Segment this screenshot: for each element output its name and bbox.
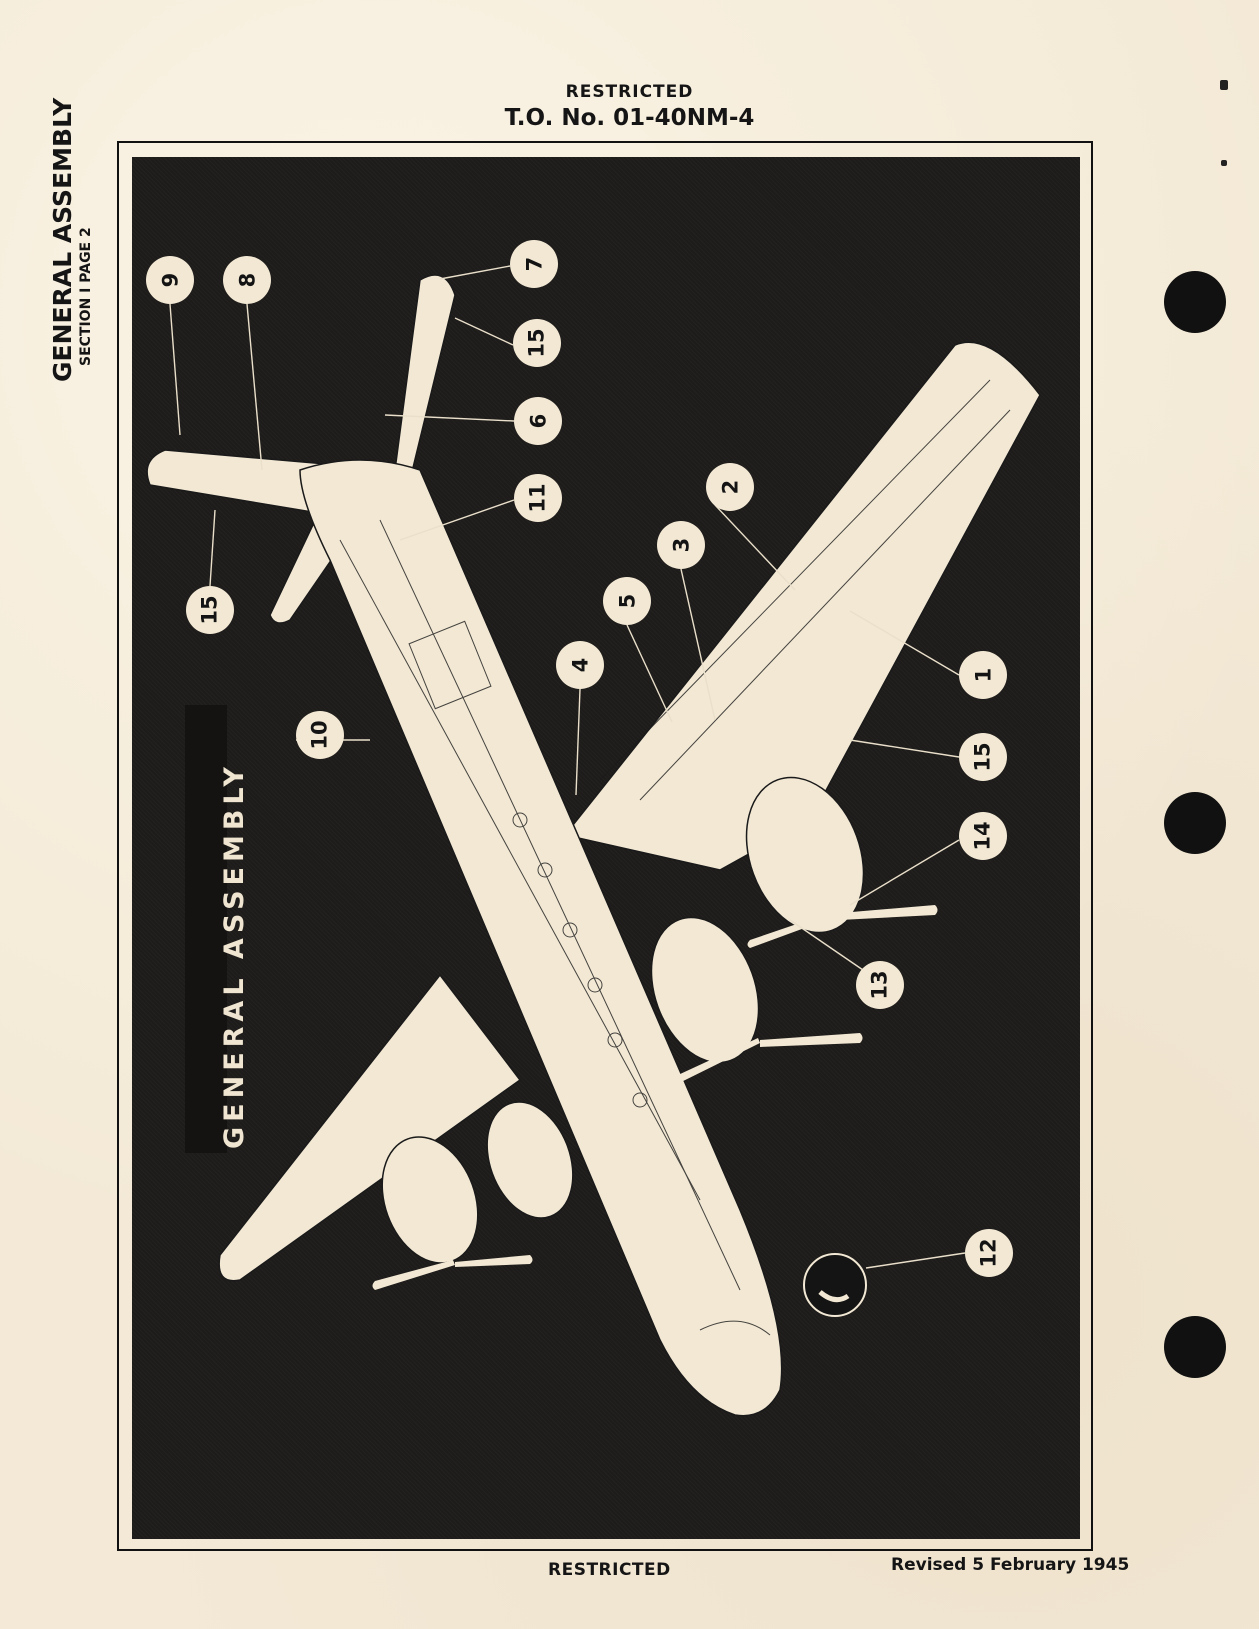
illustration-label: GENERAL ASSEMBLY <box>185 705 250 1153</box>
binder-hole-top <box>1164 271 1226 333</box>
callout-4: 4 <box>556 641 604 689</box>
illustration-frame <box>117 141 1093 1551</box>
callout-5: 5 <box>603 577 651 625</box>
callout-13: 13 <box>856 961 904 1009</box>
side-tab-title: GENERAL ASSEMBLY <box>48 97 77 382</box>
header-classification: RESTRICTED <box>565 82 694 102</box>
callout-11: 11 <box>514 474 562 522</box>
callout-15-tail: 15 <box>513 319 561 367</box>
callout-10: 10 <box>296 711 344 759</box>
revision-date: Revised 5 February 1945 <box>891 1555 1130 1575</box>
callout-2: 2 <box>706 463 754 511</box>
callout-15-stabilizer: 15 <box>186 586 234 634</box>
callout-12: 12 <box>965 1229 1013 1277</box>
side-tab-subtitle: SECTION I PAGE 2 <box>78 227 94 366</box>
aircraft-drawing <box>146 265 1041 1417</box>
callout-7: 7 <box>510 240 558 288</box>
callout-14: 14 <box>959 812 1007 860</box>
binder-hole-middle <box>1164 792 1226 854</box>
callout-3: 3 <box>657 521 705 569</box>
callout-1: 1 <box>959 651 1007 699</box>
paper-speck <box>1221 160 1227 166</box>
callout-15-wing: 15 <box>959 733 1007 781</box>
callout-8: 8 <box>223 256 271 304</box>
document-number: T.O. No. 01-40NM-4 <box>504 105 755 131</box>
callout-9: 9 <box>146 256 194 304</box>
footer-classification: RESTRICTED <box>548 1560 671 1580</box>
illustration-panel <box>132 157 1080 1539</box>
paper-speck <box>1220 80 1228 90</box>
binder-hole-bottom <box>1164 1316 1226 1378</box>
callout-6: 6 <box>514 397 562 445</box>
